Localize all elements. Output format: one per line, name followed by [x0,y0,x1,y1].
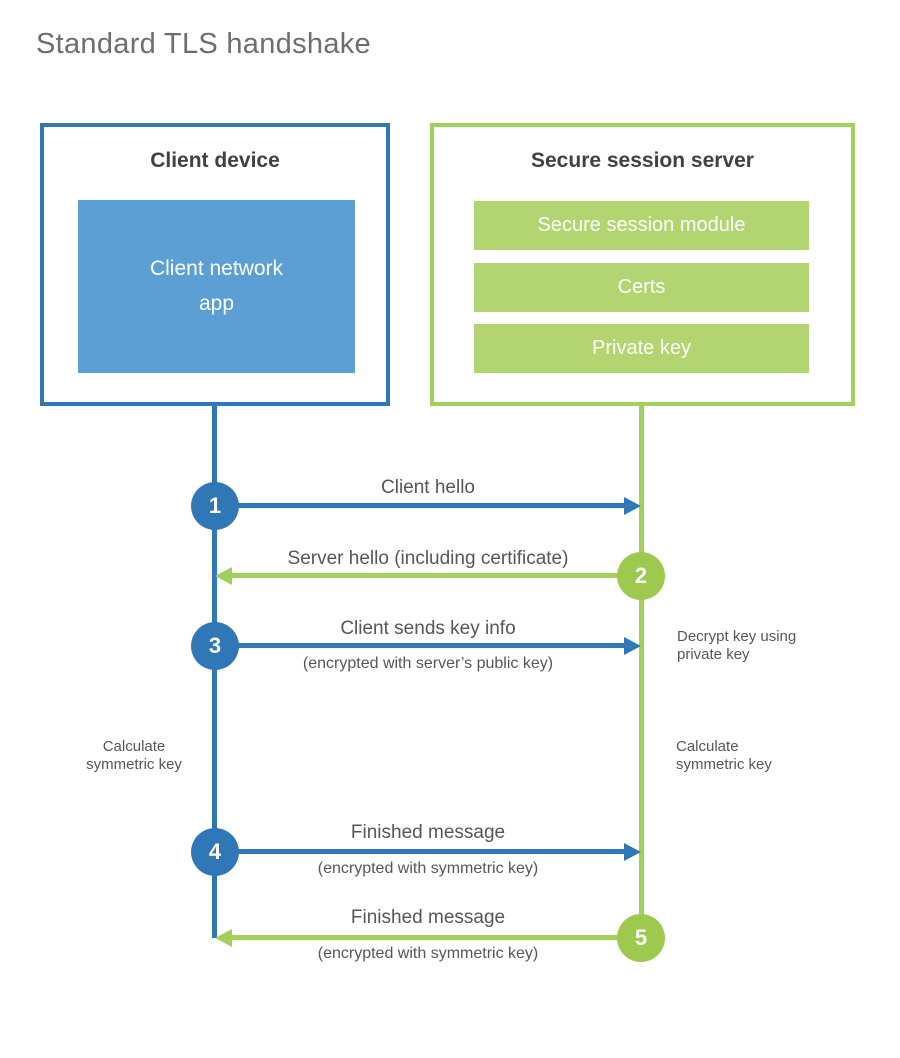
note-calc-right-line2: symmetric key [676,756,772,773]
client-lifeline [212,405,217,938]
page-title: Standard TLS handshake [36,28,371,60]
arrow-right-icon [624,637,641,655]
client-device-box: Client device Client network app [40,123,390,406]
step-5-badge: 5 [617,914,665,962]
step-4-label: Finished message [350,822,506,843]
step-1-badge: 1 [191,482,239,530]
server-box-title: Secure session server [531,149,754,172]
arrow-5-shaft [232,935,641,940]
step-5-label: Finished message [350,907,506,928]
note-calculate-symmetric-key-client: Calculate symmetric key [78,738,190,774]
arrow-right-icon [624,843,641,861]
note-decrypt-line1: Decrypt key using [677,628,797,645]
module-bar-secure-session-module: Secure session module [474,201,809,250]
arrow-4-shaft [215,849,625,854]
module-bar-certs: Certs [474,263,809,312]
step-5-sublabel: (encrypted with symmetric key) [317,945,539,962]
note-decrypt-line2: private key [677,646,750,663]
arrow-left-icon [215,567,232,585]
arrow-right-icon [624,497,641,515]
note-calculate-symmetric-key-server: Calculate symmetric key [676,738,772,774]
arrow-left-icon [215,929,232,947]
client-app-label-line2: app [198,291,235,315]
step-3-sublabel: (encrypted with server’s public key) [302,655,554,672]
step-2-badge: 2 [617,552,665,600]
arrow-3-shaft [215,643,625,648]
note-calc-right-line1: Calculate [676,738,739,755]
step-4-badge: 4 [191,828,239,876]
arrow-2-shaft [232,573,641,578]
client-network-app-box: Client network app [78,200,355,373]
note-calc-left-line2: symmetric key [86,756,182,773]
client-box-title: Client device [150,149,280,172]
secure-session-server-box: Secure session server Secure session mod… [430,123,855,406]
step-1-label: Client hello [381,477,475,498]
step-3-label: Client sends key info [340,618,516,639]
client-app-label-line1: Client network [149,256,284,280]
note-decrypt-key: Decrypt key using private key [677,628,796,664]
step-2-label: Server hello (including certificate) [287,548,569,569]
arrow-1-shaft [215,503,625,508]
note-calc-left-line1: Calculate [102,738,166,755]
server-lifeline [639,405,644,940]
step-4-sublabel: (encrypted with symmetric key) [317,860,539,877]
step-3-badge: 3 [191,622,239,670]
module-bar-private-key: Private key [474,324,809,373]
